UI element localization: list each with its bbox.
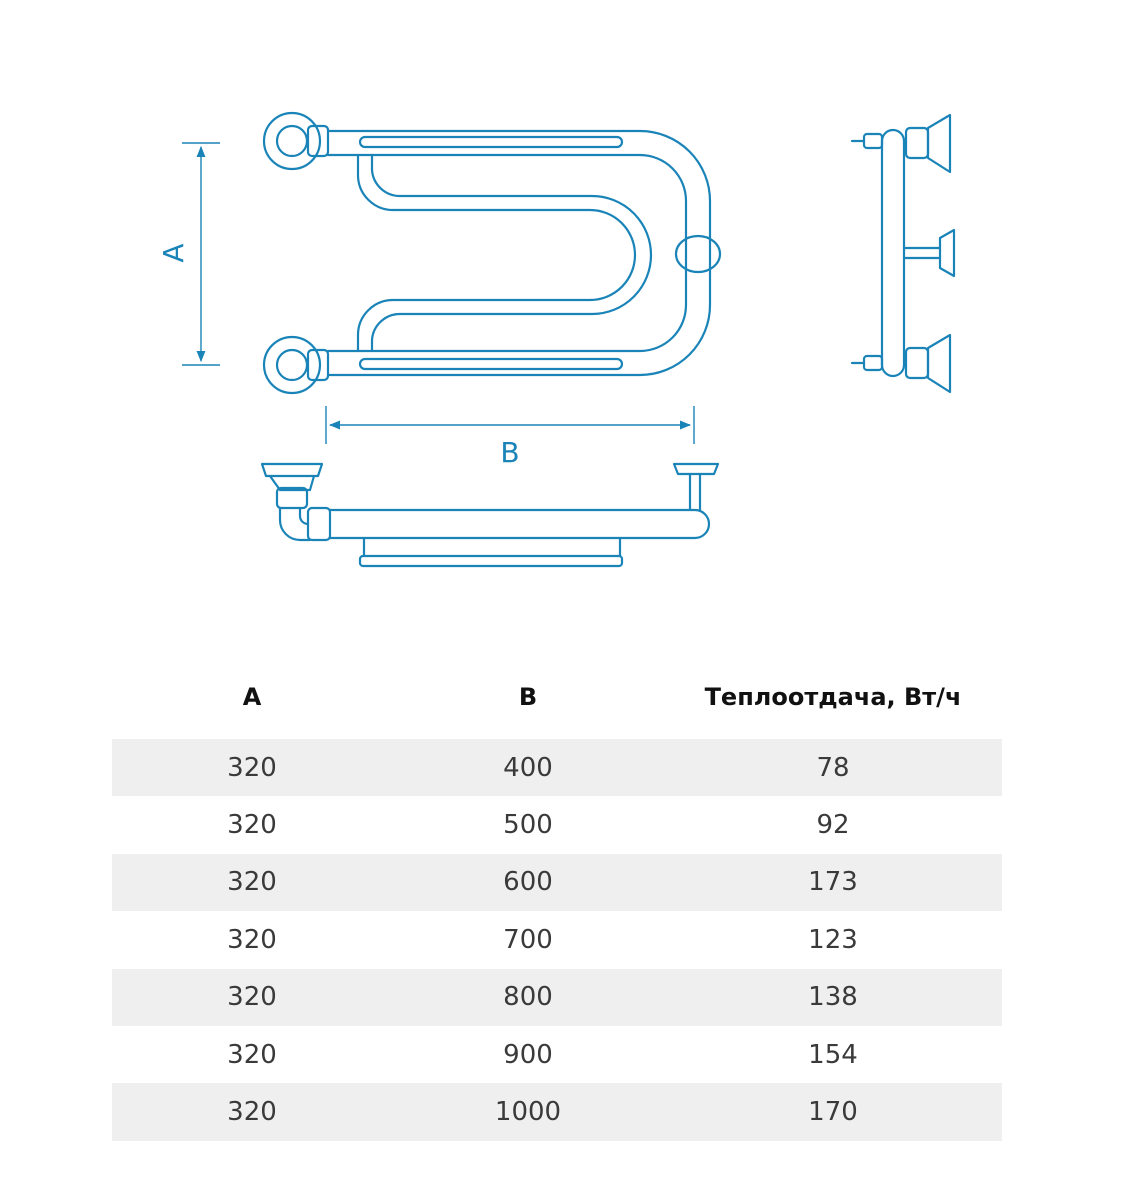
table-header-row: A B Теплоотдача, Вт/ч [112, 667, 1002, 727]
front-view [262, 111, 722, 395]
dimension-a-label: A [157, 243, 190, 262]
cell-heat-output: 123 [808, 924, 858, 955]
specification-table: A B Теплоотдача, Вт/ч 320 400 78 320 500… [112, 667, 1002, 1141]
cell-a: 320 [227, 1097, 277, 1128]
cell-b: 700 [503, 924, 553, 955]
towel-rail-technical-drawing: A B [157, 111, 956, 568]
cell-b: 400 [503, 752, 553, 783]
header-a: A [242, 683, 262, 711]
cell-a: 320 [227, 752, 277, 783]
cell-b: 900 [503, 1039, 553, 1070]
cell-a: 320 [227, 924, 277, 955]
cell-heat-output: 78 [816, 752, 850, 783]
side-view [850, 113, 956, 394]
cell-b: 800 [503, 982, 553, 1013]
dimension-a: A [157, 142, 220, 366]
cell-a: 320 [227, 1039, 277, 1070]
cell-heat-output: 173 [808, 867, 858, 898]
table-row: 320 500 92 [112, 796, 1002, 853]
cell-a: 320 [227, 867, 277, 898]
cell-heat-output: 138 [808, 982, 858, 1013]
cell-a: 320 [227, 810, 277, 841]
cell-b: 600 [503, 867, 553, 898]
cell-heat-output: 170 [808, 1097, 858, 1128]
table-row: 320 600 173 [112, 853, 1002, 912]
dimension-b: B [325, 406, 695, 469]
header-heat-output: Теплоотдача, Вт/ч [704, 683, 962, 711]
table-row: 320 700 123 [112, 911, 1002, 968]
dimension-b-label: B [500, 436, 519, 469]
header-b: B [518, 683, 538, 711]
cell-heat-output: 154 [808, 1039, 858, 1070]
cell-b: 500 [503, 810, 553, 841]
cell-b: 1000 [494, 1097, 562, 1128]
cell-heat-output: 92 [816, 810, 850, 841]
cell-a: 320 [227, 982, 277, 1013]
table-row: 320 900 154 [112, 1026, 1002, 1083]
top-view [260, 462, 720, 568]
table-row: 320 800 138 [112, 968, 1002, 1026]
table-row: 320 1000 170 [112, 1083, 1002, 1141]
table-row: 320 400 78 [112, 739, 1002, 797]
